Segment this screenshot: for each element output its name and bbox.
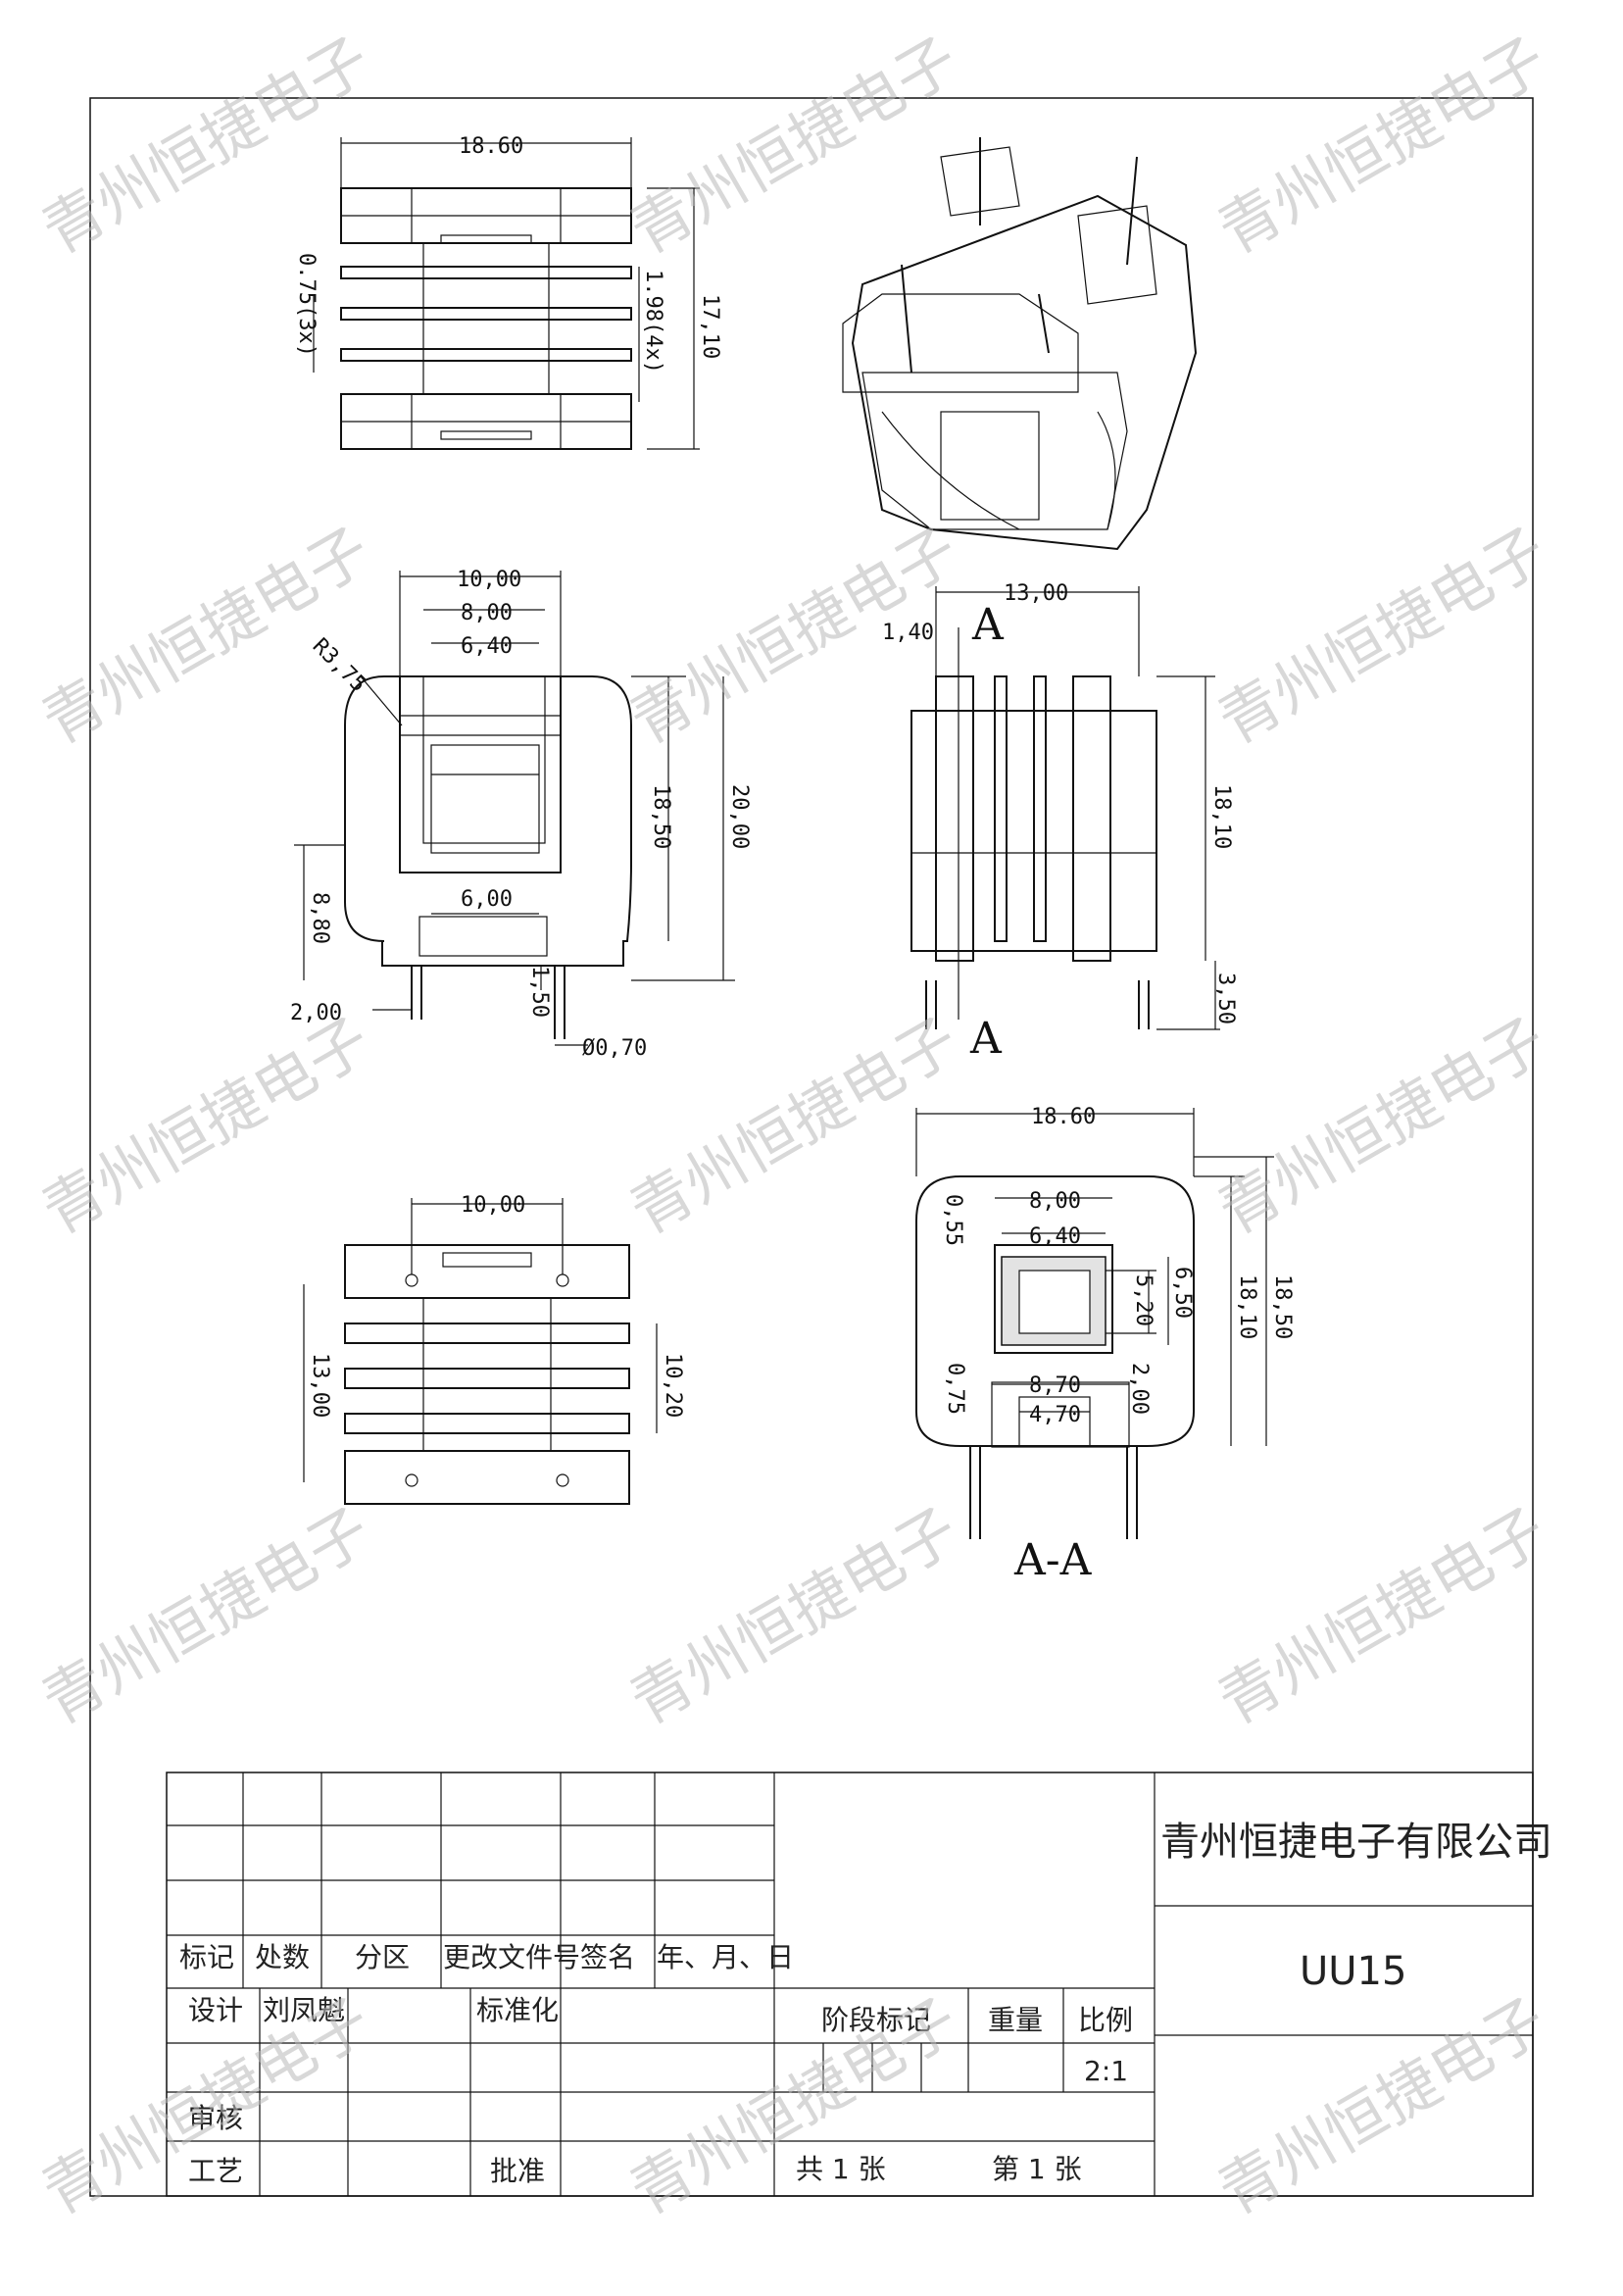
top-flange-gap-dim: 1.98(4x) [641, 270, 665, 374]
title-block: 标记 处数 分区 更改文件号 签名 年、月、日 设计 刘凤魁 标准化 审核 工艺… [166, 1772, 1552, 2197]
scale-label: 比例 [1078, 2004, 1133, 2036]
front-mid-width-dim: 8,00 [461, 601, 513, 625]
top-pin-pitch-dim: 0.75(3x) [294, 253, 319, 357]
section-title: A-A [1013, 1535, 1093, 1585]
section-body-height-dim: 18,10 [1235, 1274, 1259, 1339]
part-number: UU15 [1300, 1949, 1406, 1994]
watermark: 青州恒捷电子 [1206, 1004, 1558, 1248]
scale-value: 2:1 [1084, 2055, 1128, 2087]
section-total-height-dim: 18,50 [1270, 1274, 1295, 1339]
side-depth-dim: 13,00 [1004, 581, 1068, 606]
company-name: 青州恒捷电子有限公司 [1160, 1820, 1552, 1865]
section-slot-height-dim: 2,00 [1127, 1363, 1152, 1415]
side-height-dim: 18,10 [1209, 784, 1234, 849]
process-label: 工艺 [188, 2155, 243, 2187]
top-width-dim: 18.60 [459, 134, 523, 159]
stage-label: 阶段标记 [821, 2004, 931, 2036]
watermark: 青州恒捷电子 [618, 24, 970, 268]
bottom-view: 10,00 13,00 10,20 [303, 1193, 685, 1505]
watermark: 青州恒捷电子 [618, 1984, 970, 2228]
section-base-thickness-dim: 0,75 [943, 1363, 967, 1415]
section-view: A-A 18.60 8,00 6,40 0,55 5,20 6,50 18,10… [915, 1105, 1295, 1585]
review-label: 审核 [188, 2102, 243, 2134]
section-marker-bottom: A [969, 1014, 1003, 1064]
header-count: 处数 [255, 1941, 310, 1973]
front-pin-offset-dim: 2,00 [290, 1001, 342, 1025]
header-zone: 分区 [355, 1941, 410, 1973]
watermark: 青州恒捷电子 [30, 24, 382, 268]
header-change-doc: 更改文件号 [443, 1941, 580, 1973]
bottom-pin-span-dim: 10,00 [461, 1193, 525, 1218]
front-total-height-dim: 20,00 [727, 784, 752, 849]
watermark: 青州恒捷电子 [1206, 24, 1558, 268]
section-window-height-dim: 5,20 [1131, 1274, 1156, 1326]
top-height-dim: 17,10 [698, 294, 722, 359]
watermarks: 青州恒捷电子 青州恒捷电子 青州恒捷电子 青州恒捷电子 青州恒捷电子 青州恒捷电… [30, 24, 1558, 2228]
approve-label: 批准 [490, 2155, 545, 2187]
watermark: 青州恒捷电子 [30, 1004, 382, 1248]
front-inner-width-dim: 6,40 [461, 634, 513, 659]
front-base-height-dim: 8,80 [308, 892, 332, 944]
weight-label: 重量 [988, 2004, 1043, 2036]
section-slot-width-dim: 4,70 [1029, 1403, 1081, 1427]
bottom-depth-dim: 13,00 [308, 1353, 332, 1418]
front-outer-width-dim: 10,00 [457, 568, 521, 592]
top-view: 18.60 17,10 1.98(4x) 0.75(3x) [294, 134, 722, 450]
section-base-width-dim: 8,70 [1029, 1373, 1081, 1398]
watermark: 青州恒捷电子 [1206, 514, 1558, 758]
bottom-inner-depth-dim: 10,20 [661, 1353, 685, 1418]
front-pin-step-dim: 1,50 [527, 966, 552, 1018]
watermark: 青州恒捷电子 [618, 1494, 970, 1738]
front-pin-diameter-dim: Ø0,70 [582, 1036, 647, 1061]
front-radius-dim: R3,75 [308, 634, 371, 698]
front-inner-height-dim: 18,50 [649, 784, 673, 849]
header-date: 年、月、日 [657, 1941, 794, 1973]
isometric-view [842, 137, 1198, 551]
header-signature: 签名 [580, 1941, 635, 1973]
sheets-total: 共 1 张 [796, 2153, 886, 2185]
side-view: 13,00 1,40 A A 18,10 3,50 [882, 581, 1238, 1064]
watermark: 青州恒捷电子 [1206, 1984, 1558, 2228]
side-pin-length-dim: 3,50 [1213, 973, 1238, 1024]
section-outer-window-dim: 8,00 [1029, 1189, 1081, 1214]
side-flange-dim: 1,40 [882, 621, 934, 645]
section-width-dim: 18.60 [1031, 1105, 1096, 1129]
header-mark: 标记 [179, 1941, 234, 1973]
front-view: 10,00 8,00 6,40 R3,75 6,00 18,50 20,00 8… [290, 568, 752, 1061]
watermark: 青州恒捷电子 [30, 1494, 382, 1738]
section-outer-height-dim: 6,50 [1170, 1267, 1195, 1319]
section-marker-top: A [971, 600, 1005, 650]
front-bottom-window-dim: 6,00 [461, 887, 513, 912]
section-inner-window-dim: 6,40 [1029, 1224, 1081, 1249]
watermark: 青州恒捷电子 [1206, 1494, 1558, 1738]
watermark: 青州恒捷电子 [30, 514, 382, 758]
sheet-number: 第 1 张 [992, 2153, 1082, 2185]
section-wall-dim: 0,55 [941, 1194, 965, 1246]
designer-name: 刘凤魁 [263, 1994, 345, 2026]
design-label: 设计 [188, 1994, 243, 2026]
standardization-label: 标准化 [476, 1994, 559, 2026]
